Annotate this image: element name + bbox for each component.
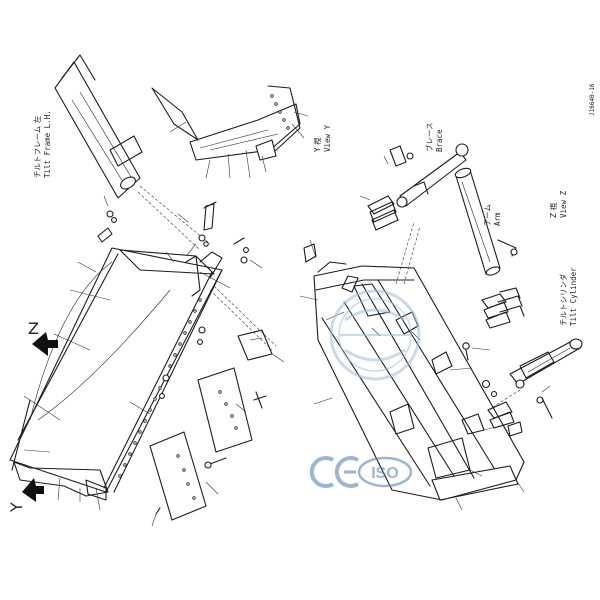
iso-text: ISO — [371, 465, 399, 482]
label-tilt-cylinder-jp: チルトシリンダ — [558, 273, 568, 326]
brace — [383, 143, 469, 208]
drawing-code: J16640-16 — [589, 83, 596, 116]
label-brace: ブレース Brace — [424, 122, 444, 152]
cutting-edges — [149, 285, 285, 527]
tilt-cylinder — [509, 338, 583, 419]
label-tilt-frame-jp: チルトフレーム 左 — [32, 115, 42, 178]
label-brace-en: Brace — [435, 129, 444, 152]
label-arm-en: Arm — [493, 212, 502, 226]
fasteners-right — [462, 342, 498, 398]
drawing-code-text: J16640-16 — [589, 83, 596, 116]
label-view-y: Y 視 View Y — [313, 124, 332, 153]
label-view-y-en: View Y — [323, 124, 332, 152]
label-arm-jp: アーム — [483, 204, 492, 226]
tilt-frame-view-z — [299, 221, 525, 511]
tilt-frame-lh — [54, 54, 211, 251]
arrow-y-marker — [22, 478, 44, 502]
arm — [454, 167, 518, 276]
blade-hole-row — [118, 298, 202, 478]
label-arm: アーム Arm — [483, 204, 502, 226]
disc-spring-stack-upper — [359, 195, 399, 231]
disc-spring-stack-middle — [481, 287, 525, 329]
label-view-z: Z 視 View Z — [549, 190, 568, 218]
iso-mark: ISO — [357, 456, 413, 488]
label-brace-jp: ブレース — [424, 122, 434, 152]
label-tilt-cylinder-en: Tilt Cylinder — [569, 267, 578, 326]
bolts-cluster-upper — [97, 195, 263, 269]
label-view-z-en: View Z — [559, 190, 568, 218]
certification-watermark — [329, 289, 421, 381]
marker-y-letter: Y — [7, 502, 26, 513]
label-tilt-frame-en: Tilt Frame L.H. — [43, 110, 52, 178]
ce-mark — [309, 456, 360, 488]
marker-z-letter: Z — [28, 319, 39, 338]
blade-assembly — [9, 243, 231, 511]
label-view-y-jp: Y 視 — [313, 137, 322, 153]
view-y-detail — [151, 85, 309, 179]
disc-spring-stack-lower — [487, 401, 523, 437]
label-tilt-cylinder: チルトシリンダ Tilt Cylinder — [558, 267, 578, 326]
arrow-z-marker — [32, 332, 58, 356]
label-view-z-jp: Z 視 — [549, 202, 558, 218]
label-tilt-frame: チルトフレーム 左 Tilt Frame L.H. — [32, 110, 52, 178]
